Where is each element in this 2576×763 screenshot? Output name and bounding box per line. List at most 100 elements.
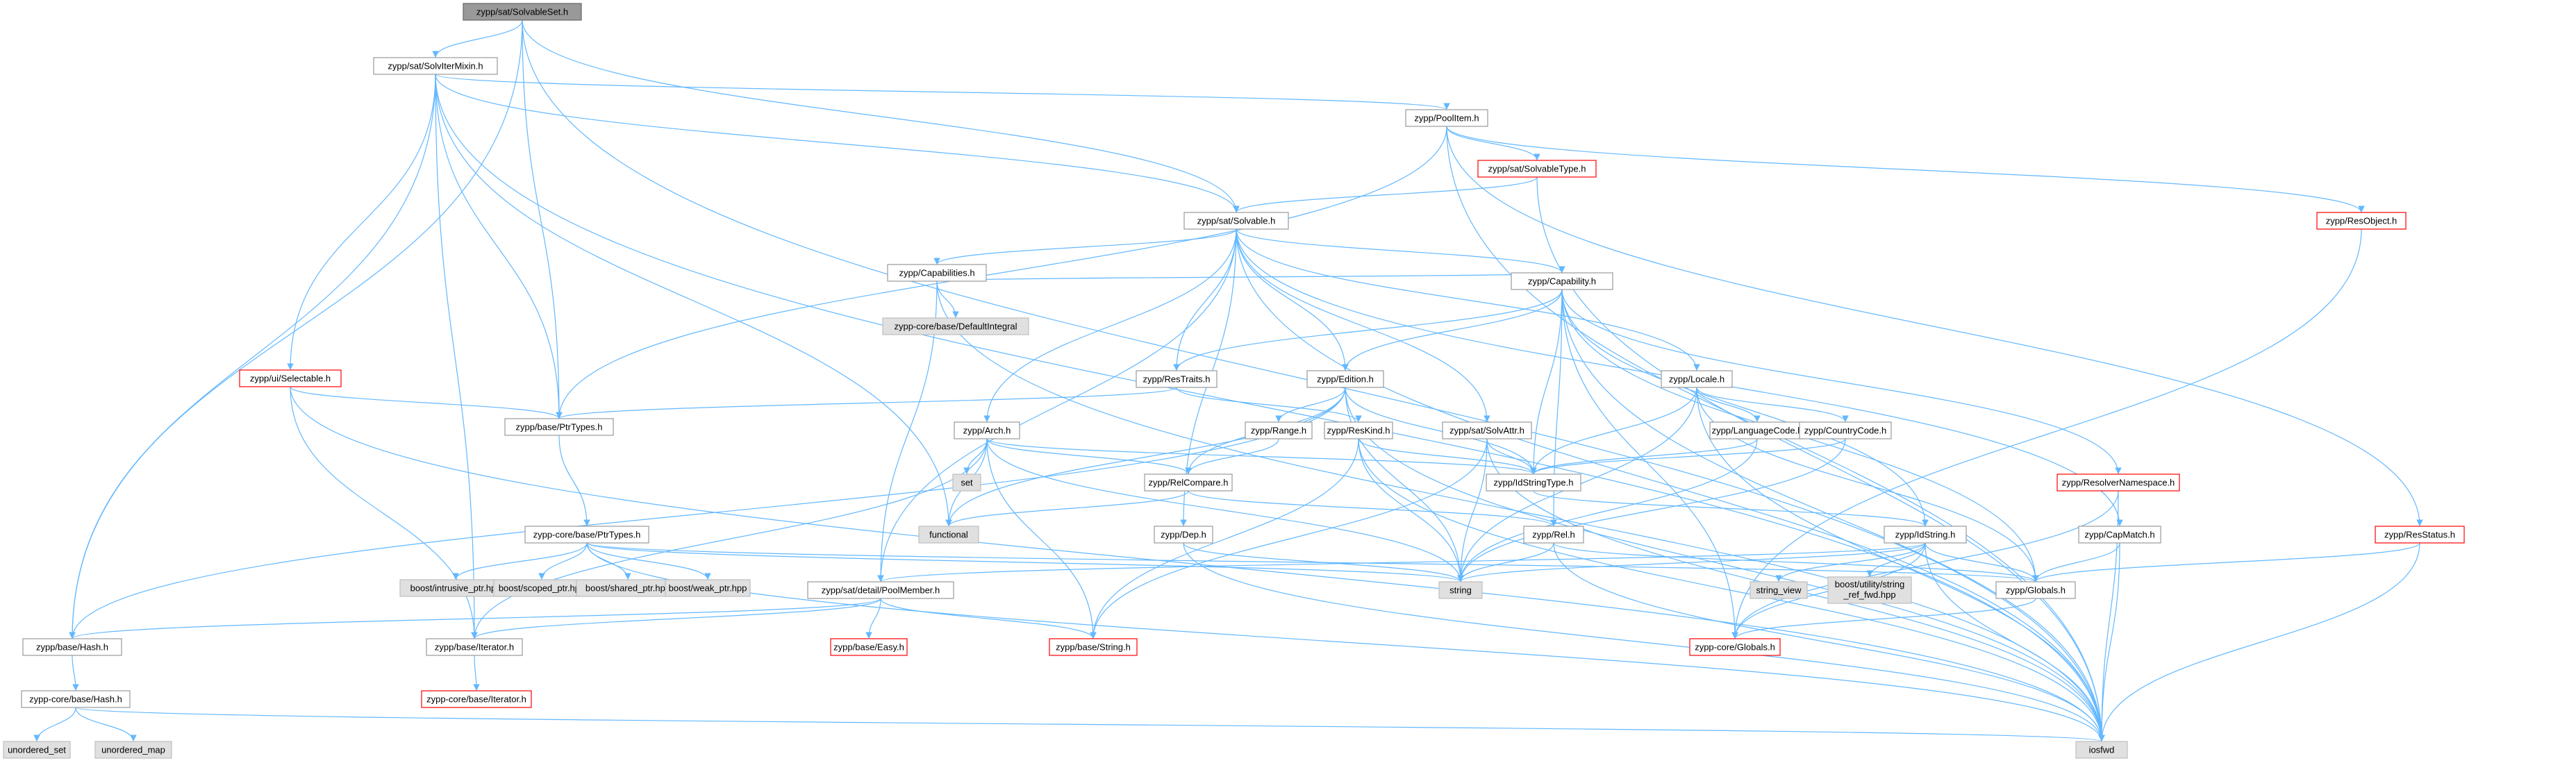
node-n15[interactable]: zypp/Range.h (1245, 421, 1313, 439)
node-n8[interactable]: zypp/Capability.h (1511, 272, 1613, 290)
node-n47[interactable]: unordered_set (3, 741, 71, 759)
node-box[interactable] (952, 473, 981, 492)
node-box[interactable] (1511, 272, 1613, 290)
node-n46[interactable]: zypp-core/base/Iterator.h (421, 690, 532, 708)
node-label: zypp/sat/SolvableType.h (1488, 164, 1586, 174)
node-box[interactable] (1995, 581, 2076, 599)
node-n32[interactable]: boost/scoped_ptr.hpp (493, 579, 590, 597)
node-n4[interactable]: zypp/sat/Solvable.h (1183, 212, 1289, 230)
node-box[interactable] (954, 421, 1020, 439)
node-n28[interactable]: zypp/IdString.h (1884, 526, 1967, 544)
node-box[interactable] (1405, 109, 1488, 127)
node-n12[interactable]: zypp/Locale.h (1661, 370, 1733, 388)
node-box[interactable] (524, 526, 649, 544)
node-n25[interactable]: zypp-core/base/PtrTypes.h (524, 526, 649, 544)
node-box[interactable] (1306, 370, 1384, 388)
node-box[interactable] (1689, 638, 1781, 656)
node-box[interactable] (463, 3, 582, 21)
node-n20[interactable]: set (952, 473, 981, 492)
node-box[interactable] (2078, 526, 2161, 544)
node-box[interactable] (1523, 526, 1584, 544)
node-n42[interactable]: zypp/base/Easy.h (830, 638, 908, 656)
node-n1[interactable]: zypp/sat/SolvIterMixin.h (373, 57, 498, 75)
node-box[interactable] (399, 579, 512, 597)
node-n2[interactable]: zypp/PoolItem.h (1405, 109, 1488, 127)
node-box[interactable] (1442, 421, 1532, 439)
node-box[interactable] (1324, 421, 1393, 439)
node-box[interactable] (1154, 526, 1213, 544)
node-n27[interactable]: zypp/Rel.h (1523, 526, 1584, 544)
node-n23[interactable]: zypp/ResolverNamespace.h (2056, 473, 2180, 492)
node-n31[interactable]: boost/intrusive_ptr.hpp (399, 579, 512, 597)
node-n14[interactable]: zypp/Arch.h (954, 421, 1020, 439)
node-box[interactable] (1144, 473, 1233, 492)
node-n43[interactable]: zypp/base/String.h (1049, 638, 1138, 656)
node-n13[interactable]: zypp/base/PtrTypes.h (504, 418, 614, 436)
node-box[interactable] (1136, 370, 1218, 388)
node-n19[interactable]: zypp/CountryCode.h (1799, 421, 1892, 439)
node-box[interactable] (2056, 473, 2180, 492)
node-box[interactable] (1661, 370, 1733, 388)
node-n30[interactable]: zypp/ResStatus.h (2375, 526, 2465, 544)
node-n36[interactable]: string (1438, 581, 1483, 599)
node-box[interactable] (1884, 526, 1967, 544)
node-n9[interactable]: zypp/ui/Selectable.h (239, 369, 342, 387)
node-n48[interactable]: unordered_map (94, 741, 172, 759)
node-n22[interactable]: zypp/IdStringType.h (1486, 473, 1581, 492)
node-box[interactable] (2316, 212, 2407, 230)
node-n3[interactable]: zypp/sat/SolvableType.h (1477, 160, 1597, 178)
edge-n8-n23 (1561, 289, 2122, 475)
node-box[interactable] (1245, 421, 1313, 439)
node-box[interactable] (576, 579, 680, 597)
node-n37[interactable]: string_view (1750, 581, 1808, 599)
node-n21[interactable]: zypp/RelCompare.h (1144, 473, 1233, 492)
node-box[interactable] (22, 638, 122, 656)
node-n41[interactable]: zypp/base/Iterator.h (426, 638, 523, 656)
node-box[interactable] (426, 638, 523, 656)
node-box[interactable] (887, 264, 987, 282)
node-box[interactable] (918, 526, 979, 544)
node-n7[interactable]: zypp-core/base/DefaultIntegral (882, 317, 1029, 335)
node-n16[interactable]: zypp/ResKind.h (1324, 421, 1393, 439)
node-box[interactable] (504, 418, 614, 436)
node-box[interactable] (239, 369, 342, 387)
node-n26[interactable]: zypp/Dep.h (1154, 526, 1213, 544)
node-box[interactable] (2375, 526, 2465, 544)
node-box[interactable] (1438, 581, 1483, 599)
node-n11[interactable]: zypp/Edition.h (1306, 370, 1384, 388)
node-n18[interactable]: zypp/LanguageCode.h (1709, 421, 1805, 439)
node-n29[interactable]: zypp/CapMatch.h (2078, 526, 2161, 544)
node-box[interactable] (830, 638, 908, 656)
node-box[interactable] (421, 690, 532, 708)
node-box[interactable] (665, 579, 751, 597)
node-box[interactable] (1799, 421, 1892, 439)
node-box[interactable] (1183, 212, 1289, 230)
node-n5[interactable]: zypp/ResObject.h (2316, 212, 2407, 230)
node-box[interactable] (21, 690, 131, 708)
node-n6[interactable]: zypp/Capabilities.h (887, 264, 987, 282)
node-box[interactable] (1049, 638, 1138, 656)
node-box[interactable] (1486, 473, 1581, 492)
node-n40[interactable]: zypp/base/Hash.h (22, 638, 122, 656)
node-n17[interactable]: zypp/sat/SolvAttr.h (1442, 421, 1532, 439)
node-box[interactable] (882, 317, 1029, 335)
node-n24[interactable]: functional (918, 526, 979, 544)
node-box[interactable] (1750, 581, 1808, 599)
node-box[interactable] (94, 741, 172, 759)
node-n10[interactable]: zypp/ResTraits.h (1136, 370, 1218, 388)
node-n44[interactable]: zypp-core/Globals.h (1689, 638, 1781, 656)
node-box[interactable] (1827, 576, 1912, 604)
node-box[interactable] (373, 57, 498, 75)
node-n45[interactable]: zypp-core/base/Hash.h (21, 690, 131, 708)
node-box[interactable] (3, 741, 71, 759)
node-n38[interactable]: boost/utility/string_ref_fwd.hpp (1827, 576, 1912, 604)
node-box[interactable] (1477, 160, 1597, 178)
node-n39[interactable]: zypp/Globals.h (1995, 581, 2076, 599)
node-box[interactable] (2075, 741, 2128, 759)
node-n33[interactable]: boost/shared_ptr.hpp (576, 579, 680, 597)
node-n34[interactable]: boost/weak_ptr.hpp (665, 579, 751, 597)
node-n0[interactable]: zypp/sat/SolvableSet.h (463, 3, 582, 21)
node-n49[interactable]: iosfwd (2075, 741, 2128, 759)
node-box[interactable] (807, 581, 954, 599)
node-n35[interactable]: zypp/sat/detail/PoolMember.h (807, 581, 954, 599)
